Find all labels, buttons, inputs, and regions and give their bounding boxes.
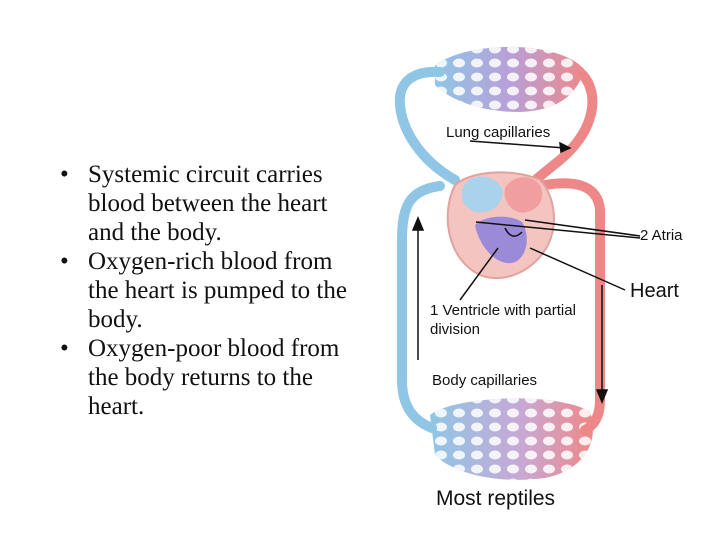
diagram-title: Most reptiles [436, 487, 556, 510]
bullet-list: Systemic circuit carries blood between t… [60, 160, 360, 421]
lung-capillary-bed [435, 46, 585, 112]
pointer-lines [459, 219, 641, 301]
bullet-item: Oxygen-rich blood from the heart is pump… [60, 247, 360, 334]
heart-label: Heart [630, 280, 679, 302]
heart [446, 171, 555, 280]
atria-label: 2 Atria [640, 227, 683, 244]
ventricle-label: 1 Ventricle with partial division [430, 302, 576, 338]
oxygen-poor-vessels [394, 66, 460, 433]
body-capillary-bed [430, 398, 593, 480]
body-capillaries-label: Body capillaries [432, 372, 538, 389]
flow-arrows [411, 140, 609, 404]
bullet-item: Oxygen-poor blood from the body returns … [60, 334, 360, 421]
lung-capillaries-label: Lung capillaries [446, 124, 551, 141]
bullet-item: Systemic circuit carries blood between t… [60, 160, 360, 247]
